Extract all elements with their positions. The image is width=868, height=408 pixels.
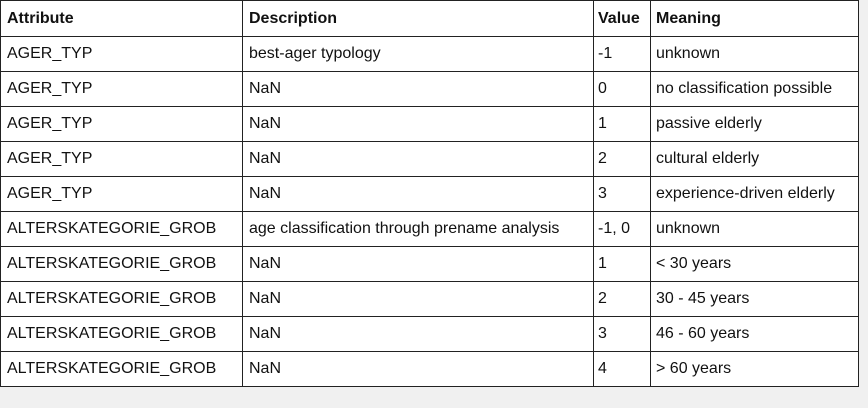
- cell-attribute: AGER_TYP: [0, 106, 243, 142]
- cell-description: age classification through prename analy…: [242, 211, 594, 247]
- cell-attribute: ALTERSKATEGORIE_GROB: [0, 316, 243, 352]
- cell-meaning: no classification possible: [650, 71, 859, 107]
- table-row: AGER_TYP NaN 1 passive elderly: [0, 106, 859, 142]
- cell-description: NaN: [242, 141, 594, 177]
- cell-meaning: 46 - 60 years: [650, 316, 859, 352]
- cell-meaning: > 60 years: [650, 351, 859, 387]
- cell-meaning: passive elderly: [650, 106, 859, 142]
- cell-meaning: 30 - 45 years: [650, 281, 859, 317]
- cell-attribute: ALTERSKATEGORIE_GROB: [0, 246, 243, 282]
- cell-value: -1: [593, 36, 651, 72]
- table-row: ALTERSKATEGORIE_GROB NaN 2 30 - 45 years: [0, 281, 859, 317]
- table-row: AGER_TYP NaN 0 no classification possibl…: [0, 71, 859, 107]
- cell-attribute: AGER_TYP: [0, 141, 243, 177]
- cell-attribute: ALTERSKATEGORIE_GROB: [0, 281, 243, 317]
- cell-description: NaN: [242, 106, 594, 142]
- cell-attribute: AGER_TYP: [0, 176, 243, 212]
- cell-description: NaN: [242, 176, 594, 212]
- cell-description: NaN: [242, 351, 594, 387]
- table-row: AGER_TYP NaN 2 cultural elderly: [0, 141, 859, 177]
- cell-meaning: cultural elderly: [650, 141, 859, 177]
- table-row: ALTERSKATEGORIE_GROB age classification …: [0, 211, 859, 247]
- cell-value: 0: [593, 71, 651, 107]
- table-row: AGER_TYP NaN 3 experience-driven elderly: [0, 176, 859, 212]
- cell-value: -1, 0: [593, 211, 651, 247]
- cell-attribute: ALTERSKATEGORIE_GROB: [0, 211, 243, 247]
- table-header-row: Attribute Description Value Meaning: [0, 0, 859, 37]
- header-meaning: Meaning: [650, 0, 859, 37]
- cell-attribute: AGER_TYP: [0, 71, 243, 107]
- cell-value: 2: [593, 281, 651, 317]
- header-value: Value: [593, 0, 651, 37]
- cell-description: best-ager typology: [242, 36, 594, 72]
- cell-meaning: < 30 years: [650, 246, 859, 282]
- attribute-table: Attribute Description Value Meaning AGER…: [0, 0, 859, 387]
- cell-meaning: unknown: [650, 36, 859, 72]
- cell-attribute: ALTERSKATEGORIE_GROB: [0, 351, 243, 387]
- cell-description: NaN: [242, 316, 594, 352]
- cell-value: 3: [593, 176, 651, 212]
- table-row: ALTERSKATEGORIE_GROB NaN 1 < 30 years: [0, 246, 859, 282]
- cell-value: 3: [593, 316, 651, 352]
- cell-value: 2: [593, 141, 651, 177]
- cell-value: 4: [593, 351, 651, 387]
- cell-description: NaN: [242, 246, 594, 282]
- header-description: Description: [242, 0, 594, 37]
- cell-meaning: experience-driven elderly: [650, 176, 859, 212]
- cell-description: NaN: [242, 71, 594, 107]
- header-attribute: Attribute: [0, 0, 243, 37]
- cell-attribute: AGER_TYP: [0, 36, 243, 72]
- table-row: ALTERSKATEGORIE_GROB NaN 4 > 60 years: [0, 351, 859, 387]
- page-bottom-strip: [0, 401, 868, 408]
- cell-description: NaN: [242, 281, 594, 317]
- cell-value: 1: [593, 246, 651, 282]
- attribute-table-container: Attribute Description Value Meaning AGER…: [0, 0, 859, 387]
- cell-value: 1: [593, 106, 651, 142]
- table-row: ALTERSKATEGORIE_GROB NaN 3 46 - 60 years: [0, 316, 859, 352]
- cell-meaning: unknown: [650, 211, 859, 247]
- table-row: AGER_TYP best-ager typology -1 unknown: [0, 36, 859, 72]
